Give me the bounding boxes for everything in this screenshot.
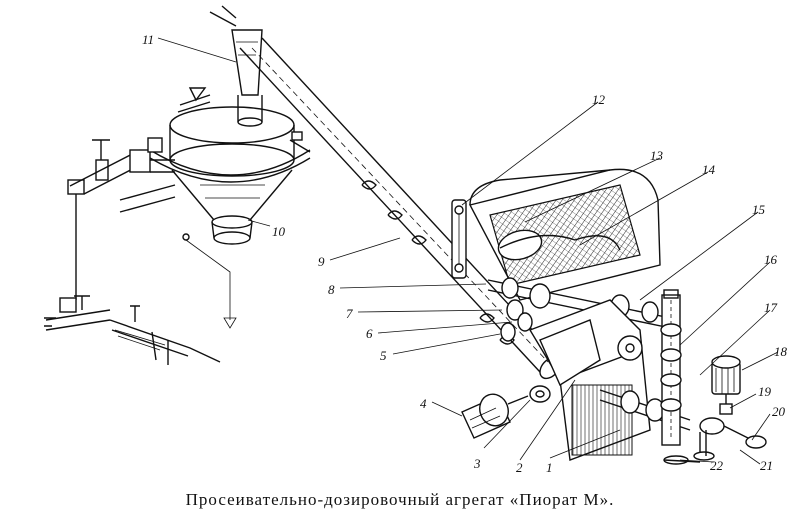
callout-21: 21	[760, 458, 773, 473]
callout-19: 19	[758, 384, 772, 399]
drive-train	[693, 417, 767, 461]
callout-7: 7	[346, 306, 353, 321]
callout-11: 11	[142, 32, 154, 47]
motor-18	[711, 355, 741, 415]
callout-18: 18	[774, 344, 788, 359]
callout-5: 5	[380, 348, 387, 363]
callout-4: 4	[420, 396, 427, 411]
leader-lines	[157, 37, 779, 465]
callout-9: 9	[318, 254, 325, 269]
callout-22: 22	[710, 458, 724, 473]
callout-3: 3	[473, 456, 481, 471]
lever-frame	[44, 87, 311, 365]
figure-caption: Просеивательно-дозировочный агрегат «Пио…	[185, 490, 615, 509]
callout-17: 17	[764, 300, 778, 315]
sifter-housing	[451, 168, 681, 331]
callout-1: 1	[546, 460, 553, 475]
callout-labels: 11 10 9 8 7 6 5 4 3 2 1 12 13 14 15 16 1…	[142, 32, 788, 475]
callout-16: 16	[764, 252, 778, 267]
hopper-assembly	[149, 5, 311, 329]
motor-4	[461, 385, 551, 439]
callout-13: 13	[650, 148, 664, 163]
callout-8: 8	[328, 282, 335, 297]
callout-14: 14	[702, 162, 716, 177]
callout-20: 20	[772, 404, 786, 419]
callout-2: 2	[516, 460, 523, 475]
callout-10: 10	[272, 224, 286, 239]
vertical-elevator	[660, 289, 701, 465]
callout-12: 12	[592, 92, 606, 107]
lower-body	[500, 299, 691, 461]
callout-15: 15	[752, 202, 766, 217]
callout-6: 6	[366, 326, 373, 341]
